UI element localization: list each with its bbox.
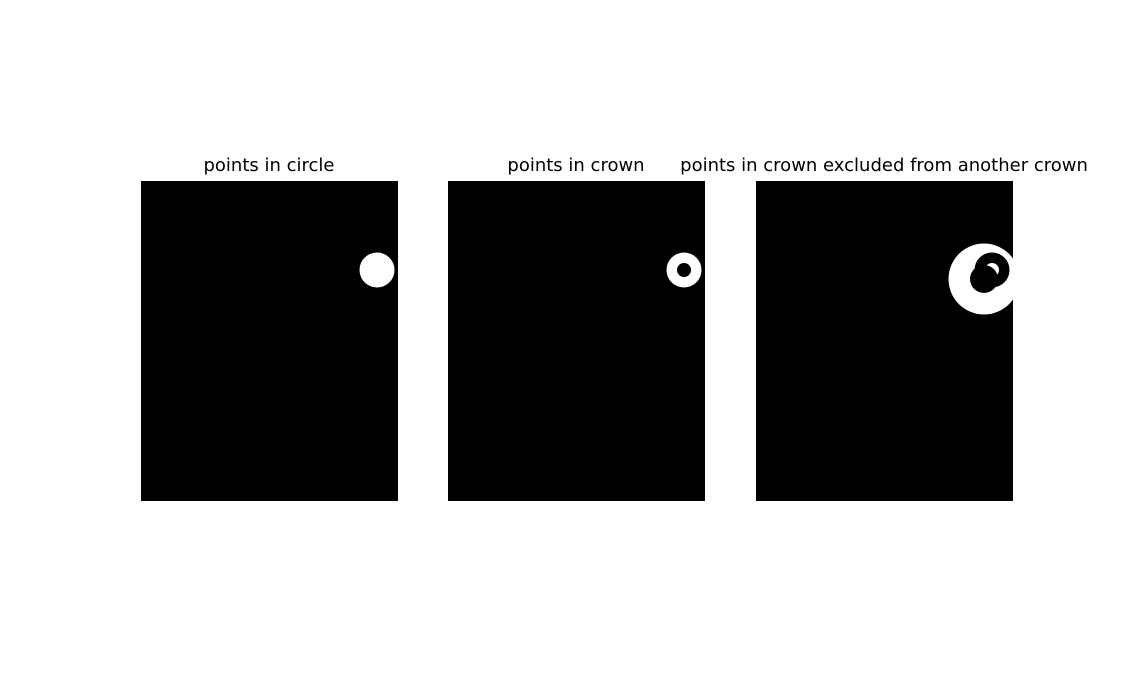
- circle-mask: [359, 252, 395, 288]
- panel-3-mask: [948, 181, 1043, 501]
- crown-inner-hole: [677, 263, 691, 277]
- panel-2-title: points in crown: [507, 155, 645, 176]
- panel-2-image: [448, 181, 705, 501]
- panel-3-image: [756, 181, 1043, 501]
- large-crown-hole: [970, 265, 998, 293]
- panel-2-mask: [666, 252, 702, 288]
- panel-1-image: [141, 181, 398, 501]
- crown-overflow-edge: [1013, 244, 1043, 314]
- panel-3-right-overflow: [1013, 181, 1036, 501]
- panel-3-title: points in crown excluded from another cr…: [680, 155, 1088, 176]
- panel-1-mask: [359, 252, 395, 288]
- panel-1-title: points in circle: [203, 155, 335, 176]
